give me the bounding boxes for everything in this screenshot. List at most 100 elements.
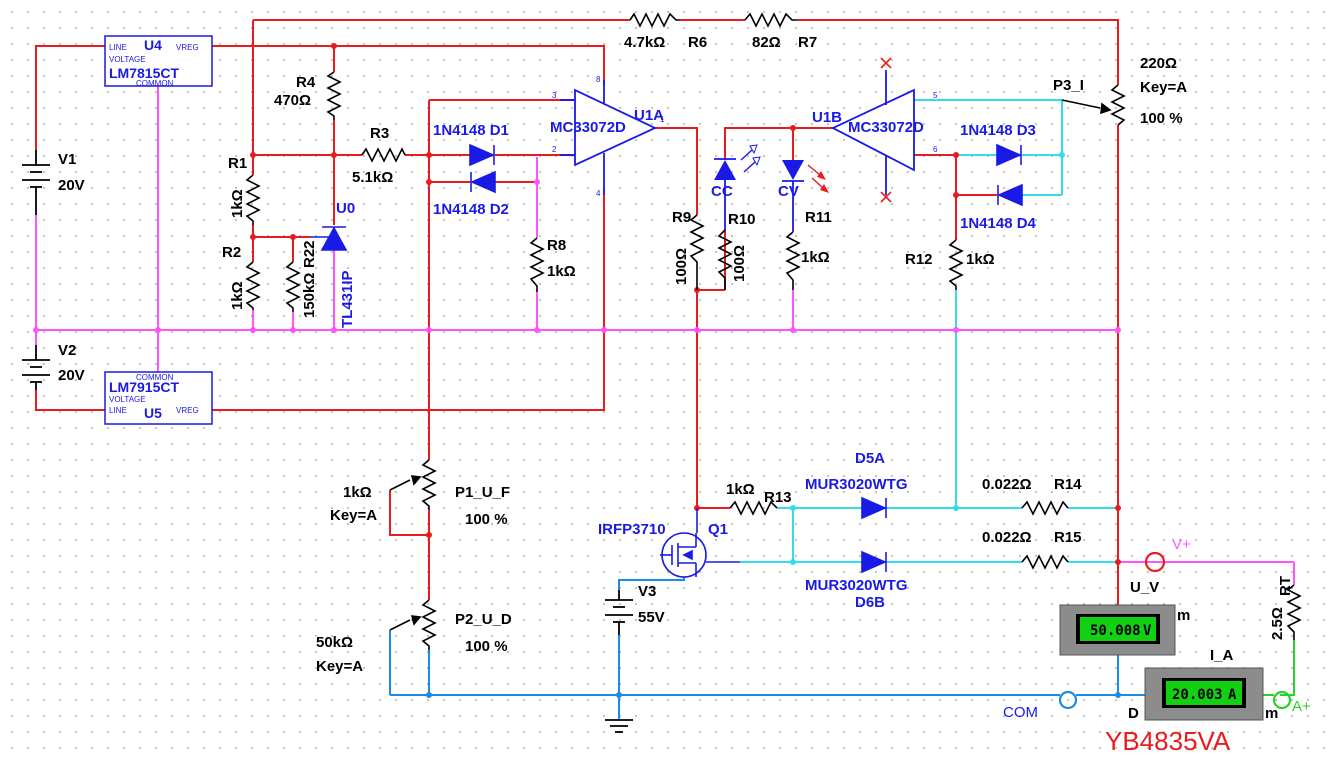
diodes — [310, 143, 1023, 574]
r1-value: 1kΩ — [229, 189, 246, 218]
regulator-u5 — [104, 371, 213, 425]
d6-part: MUR3020WTG — [805, 577, 908, 594]
u5-common-label: COMMON — [136, 373, 174, 382]
resistor-r12 — [948, 239, 964, 290]
u1a-part: MC33072D — [550, 119, 626, 136]
r14-value: 0.022Ω — [982, 476, 1032, 493]
wires-ammeter-net — [1262, 640, 1295, 696]
r10-name: R10 — [728, 211, 756, 228]
u5-voltage-label: VOLTAGE — [109, 395, 146, 404]
uv-unit: V — [1143, 623, 1152, 639]
r8-value: 1kΩ — [547, 263, 576, 280]
resistor-r15 — [1021, 554, 1069, 570]
d3-label: 1N4148 D3 — [960, 122, 1036, 139]
u1a-pin3: 3 — [552, 91, 557, 100]
u4-name: U4 — [144, 37, 162, 53]
resistor-r1 — [245, 174, 261, 225]
u0-name: U0 — [336, 200, 355, 217]
resistors — [245, 12, 1302, 640]
u1b-pin6: 6 — [933, 145, 938, 154]
p3-name: P3_I — [1053, 77, 1084, 94]
r7-name: R7 — [798, 34, 817, 51]
q1-part: IRFP3710 — [598, 521, 666, 538]
p2-value: 50kΩ — [316, 634, 353, 651]
rt-value: 2.5Ω — [1269, 607, 1286, 640]
p2-pct: 100 % — [465, 638, 508, 655]
r4-name: R4 — [296, 74, 316, 91]
r1-name: R1 — [228, 155, 247, 172]
u1a-name: U1A — [634, 107, 664, 124]
text-labels: LINE U4 VREG VOLTAGE LM7815CT COMMON COM… — [58, 34, 1311, 756]
uv-reading: 50.008 — [1090, 623, 1141, 639]
u1a-pin2: 2 — [552, 145, 557, 154]
u5-vreg-label: VREG — [176, 406, 199, 415]
resistor-r22 — [285, 261, 301, 312]
u4-voltage-label: VOLTAGE — [109, 55, 146, 64]
cc-label: CC — [711, 183, 733, 200]
p1-pct: 100 % — [465, 511, 508, 528]
brand-label: YB4835VA — [1105, 726, 1231, 756]
resistor-r11 — [785, 231, 801, 290]
r3-value: 5.1kΩ — [352, 169, 393, 186]
p1-value: 1kΩ — [343, 484, 372, 501]
r4-value: 470Ω — [274, 92, 311, 109]
r13-name: R13 — [764, 489, 792, 506]
u5-name: U5 — [144, 405, 162, 421]
nc-markers — [880, 57, 892, 203]
uv-partial-m: m — [1177, 607, 1190, 624]
p2-key: Key=A — [316, 658, 363, 675]
com-label: COM — [1003, 704, 1038, 721]
r12-name: R12 — [905, 251, 933, 268]
ia-unit: A — [1228, 687, 1237, 703]
r12-value: 1kΩ — [966, 251, 995, 268]
r3-name: R3 — [370, 125, 389, 142]
v1-name: V1 — [58, 151, 76, 168]
v2-value: 20V — [58, 367, 85, 384]
u5-line-label: LINE — [109, 406, 127, 415]
resistor-r9 — [689, 214, 705, 290]
resistor-r2 — [245, 261, 261, 310]
pot-p1 — [421, 459, 437, 510]
resistor-r3 — [361, 147, 406, 163]
d5-part: MUR3020WTG — [805, 476, 908, 493]
potentiometers — [389, 84, 1126, 650]
r15-value: 0.022Ω — [982, 529, 1032, 546]
opamp-u1a — [560, 80, 658, 195]
d4-label: 1N4148 D4 — [960, 215, 1037, 232]
d5-name: D5A — [855, 450, 885, 467]
d6-name: D6B — [855, 594, 885, 611]
regulator-u4 — [104, 35, 213, 87]
r9-name: R9 — [672, 209, 691, 226]
r8-name: R8 — [547, 237, 566, 254]
meter-uv — [1059, 604, 1176, 656]
led-cv — [782, 160, 829, 232]
cv-label: CV — [778, 183, 799, 200]
p2-name: P2_U_D — [455, 611, 512, 628]
r22-name: R22 — [301, 240, 318, 268]
u0-part: TL431IP — [339, 270, 356, 328]
resistor-r10 — [717, 229, 733, 290]
ia-partial-m: m — [1265, 705, 1278, 722]
vplus-label: V+ — [1172, 536, 1191, 553]
u4-line-label: LINE — [109, 43, 127, 52]
d1-label: 1N4148 D1 — [433, 122, 509, 139]
u4-part: LM7815CT — [109, 65, 179, 81]
p1-name: P1_U_F — [455, 484, 510, 501]
u1a-pin4: 4 — [596, 189, 601, 198]
mosfet-q1 — [660, 508, 740, 578]
r7-value: 82Ω — [752, 34, 781, 51]
r11-value: 1kΩ — [801, 249, 830, 266]
resistor-r14 — [1021, 500, 1069, 516]
resistor-r4 — [326, 71, 342, 120]
v3-name: V3 — [638, 583, 656, 600]
uv-name: U_V — [1130, 579, 1159, 596]
r9-value: 100Ω — [673, 248, 690, 285]
v3-value: 55V — [638, 609, 665, 626]
meter-ia — [1144, 667, 1264, 721]
r6-name: R6 — [688, 34, 707, 51]
u1a-pin8: 8 — [596, 75, 601, 84]
terminals — [1058, 551, 1292, 710]
v2-name: V2 — [58, 342, 76, 359]
p1-key: Key=A — [330, 507, 377, 524]
u1b-pin5: 5 — [933, 91, 938, 100]
